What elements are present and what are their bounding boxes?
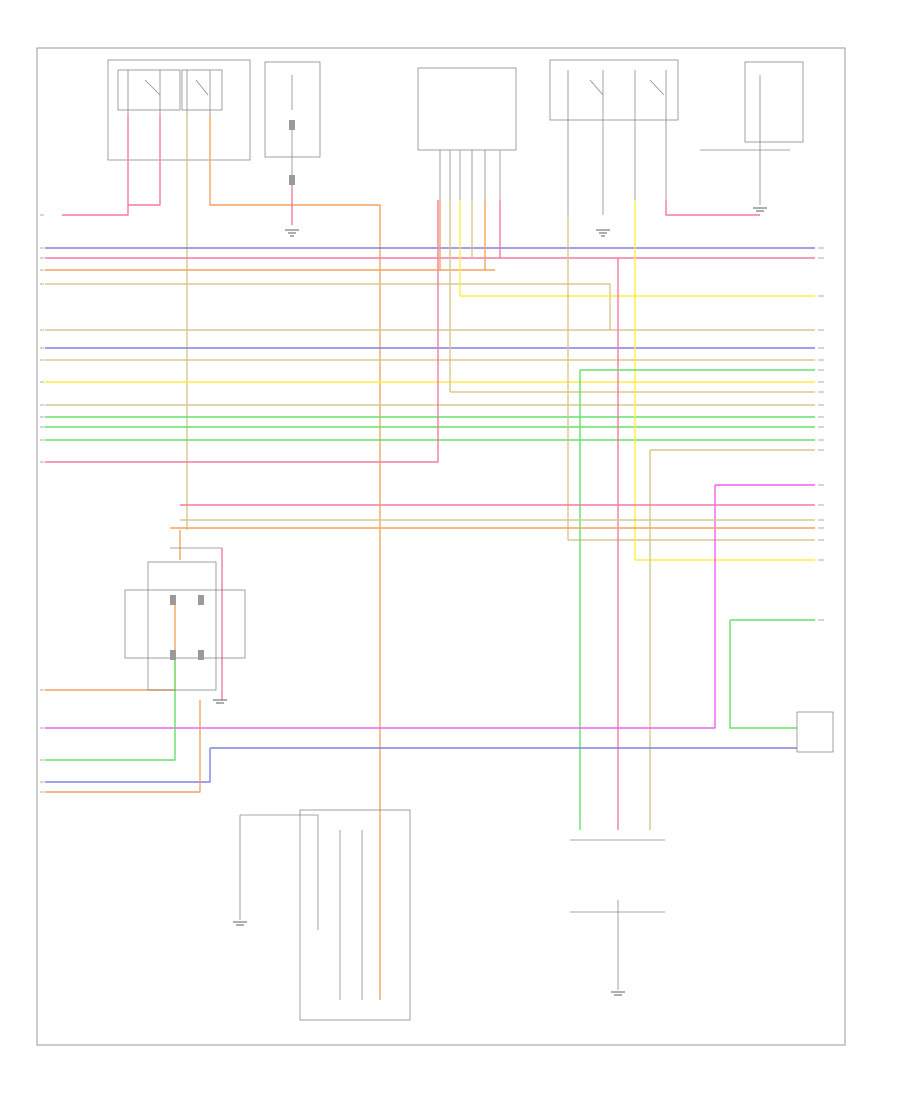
wire-pink (128, 115, 161, 206)
top-right-relay (700, 61, 804, 205)
wire-magenta (45, 485, 716, 729)
ground-icon (213, 699, 227, 704)
wire-pink (62, 115, 129, 216)
top-right-switch-block (549, 59, 679, 215)
ground-icon (285, 229, 299, 237)
wire-orange (209, 115, 381, 830)
wires-layer (45, 115, 815, 1000)
wire-green (45, 655, 176, 761)
middle-relay-block (124, 547, 246, 691)
ground-icon (753, 207, 767, 212)
left-connector-ticks (40, 214, 44, 793)
wire-orange (45, 700, 201, 793)
ground-icon (596, 229, 610, 237)
top-sensor-block (264, 61, 321, 185)
wire-tan (567, 215, 815, 541)
wire-yellow (634, 200, 815, 561)
ground-icon (233, 921, 247, 926)
bottom-right-components (570, 839, 665, 990)
wire-pink (665, 200, 760, 216)
wire-pink (45, 200, 439, 463)
wire-green (729, 620, 797, 729)
right-small-module (796, 711, 834, 753)
bottom-module (239, 809, 411, 1021)
ground-icon (611, 991, 625, 996)
wire-orange (45, 605, 176, 691)
wire-blue (45, 748, 211, 783)
top-center-module (417, 67, 517, 200)
right-connector-ticks (818, 247, 824, 621)
top-left-switch-block (107, 59, 251, 161)
diagram-frame (36, 47, 846, 1046)
wire-tan (45, 283, 611, 330)
